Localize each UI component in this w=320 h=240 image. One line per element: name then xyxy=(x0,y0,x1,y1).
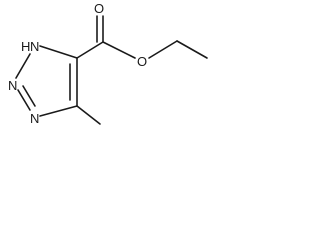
bond-carbonyl-oester xyxy=(102,41,136,59)
bond-n1-n2 xyxy=(15,53,31,79)
bond-ch2-ch3 xyxy=(176,40,208,59)
bond-oester-ch2 xyxy=(148,40,178,59)
bond-n3-c4 xyxy=(39,105,78,117)
bond-c4-methyl xyxy=(76,105,101,125)
bond-n1-c5 xyxy=(39,45,78,59)
atom-label-o-ester: O xyxy=(137,54,147,69)
bond-n2-n3-b xyxy=(22,85,36,107)
molecule-structure: H N N N O O xyxy=(8,1,208,126)
atom-label-o-carbonyl: O xyxy=(94,1,104,16)
atom-label-n1: N xyxy=(30,39,39,54)
bond-n2-n3-a xyxy=(17,89,31,111)
structure-canvas: H N N N O O xyxy=(0,0,214,140)
bond-c5-carbonyl xyxy=(76,41,104,59)
atom-label-nh: H xyxy=(21,39,30,54)
atom-label-n2: N xyxy=(8,78,17,93)
atom-label-n3: N xyxy=(30,111,39,126)
